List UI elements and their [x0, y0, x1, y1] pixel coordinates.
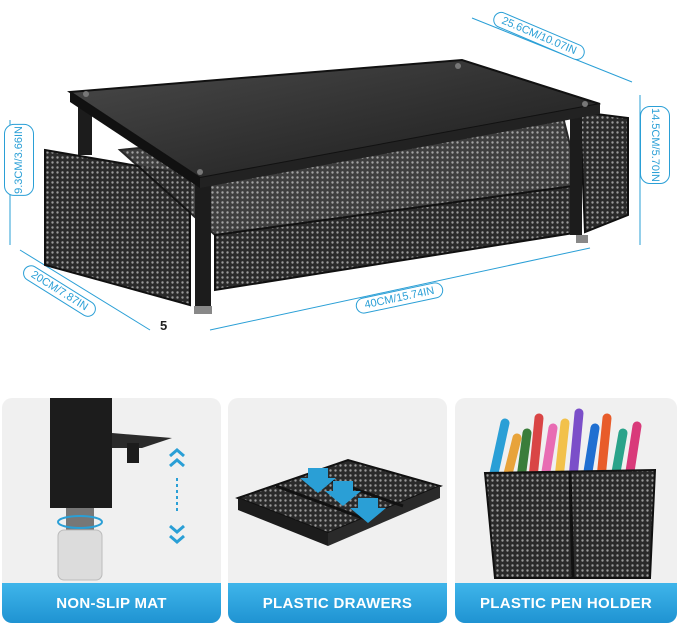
- panel-label: NON-SLIP MAT: [2, 583, 221, 623]
- panel-non-slip-mat: NON-SLIP MAT: [2, 398, 221, 623]
- mesh-drawer-illustration: [235, 458, 444, 546]
- marker-number: 5: [160, 318, 168, 333]
- dimension-height-right: 14.5CM/5.70IN: [640, 106, 670, 184]
- adjustable-foot-illustration: [50, 398, 185, 581]
- panel-plastic-pen-holder: PLASTIC PEN HOLDER: [455, 398, 677, 623]
- desk-organizer-illustration: [9, 17, 641, 331]
- pen-holder-illustration: [483, 408, 657, 579]
- panel-label: PLASTIC PEN HOLDER: [455, 583, 677, 623]
- dimension-height-left: 9.3CM/3.66IN: [4, 124, 34, 196]
- panel-plastic-drawers: PLASTIC DRAWERS: [228, 398, 447, 623]
- panel-label: PLASTIC DRAWERS: [228, 583, 447, 623]
